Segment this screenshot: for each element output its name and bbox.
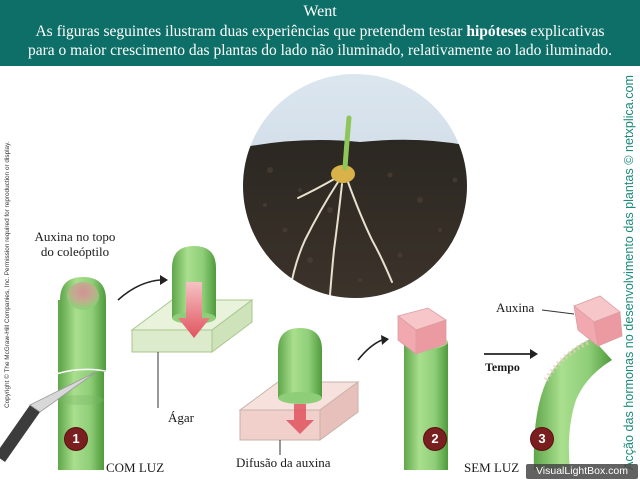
intro-line-1: As figuras seguintes ilustram duas exper…	[0, 22, 640, 41]
watermark: VisualLightBox.com	[526, 464, 638, 479]
header-banner: Went As figuras seguintes ilustram duas …	[0, 0, 640, 66]
agar-label: Ágar	[168, 410, 194, 425]
auxin-top-line-1: Auxina no topo	[34, 229, 116, 244]
intro-text-start: As figuras seguintes ilustram duas exper…	[35, 23, 467, 40]
side-credit: Acção das hormonas no desenvolvimento da…	[622, 74, 636, 470]
time-label: Tempo	[485, 360, 520, 374]
auxin-top-line-2: do coleóptilo	[40, 244, 110, 259]
intro-bold-word: hipóteses	[466, 23, 527, 40]
auxin-pointer	[541, 309, 575, 315]
without-light-label: SEM LUZ	[464, 460, 520, 475]
auxin-label: Auxina	[496, 300, 535, 315]
flow-arrow-1	[117, 279, 161, 301]
intro-text-end: explicativas	[526, 23, 605, 40]
step-2-badge: 2	[424, 428, 446, 450]
coleoptile-tip-1	[55, 277, 111, 375]
flow-arrow-2	[357, 339, 383, 361]
page-title: Went	[303, 3, 337, 20]
diffusion-block	[238, 328, 360, 441]
coleoptile-2	[397, 307, 448, 470]
seedling-photo	[242, 73, 468, 299]
step-3-badge: 3	[531, 428, 553, 450]
coleoptile-3	[533, 295, 623, 470]
auxin-top-label: Auxina no topo do coleóptilo	[30, 229, 120, 259]
scalpel-illustration	[0, 371, 97, 462]
intro-line-2: para o maior crescimento das plantas do …	[27, 42, 613, 59]
diffusion-label: Difusão da auxina	[236, 455, 331, 470]
with-light-label: COM LUZ	[106, 460, 165, 475]
step-1-badge: 1	[65, 428, 87, 450]
tip-on-agar	[130, 246, 254, 353]
copyright-notice: Copyright © The McGraw-Hill Companies, I…	[4, 141, 11, 408]
